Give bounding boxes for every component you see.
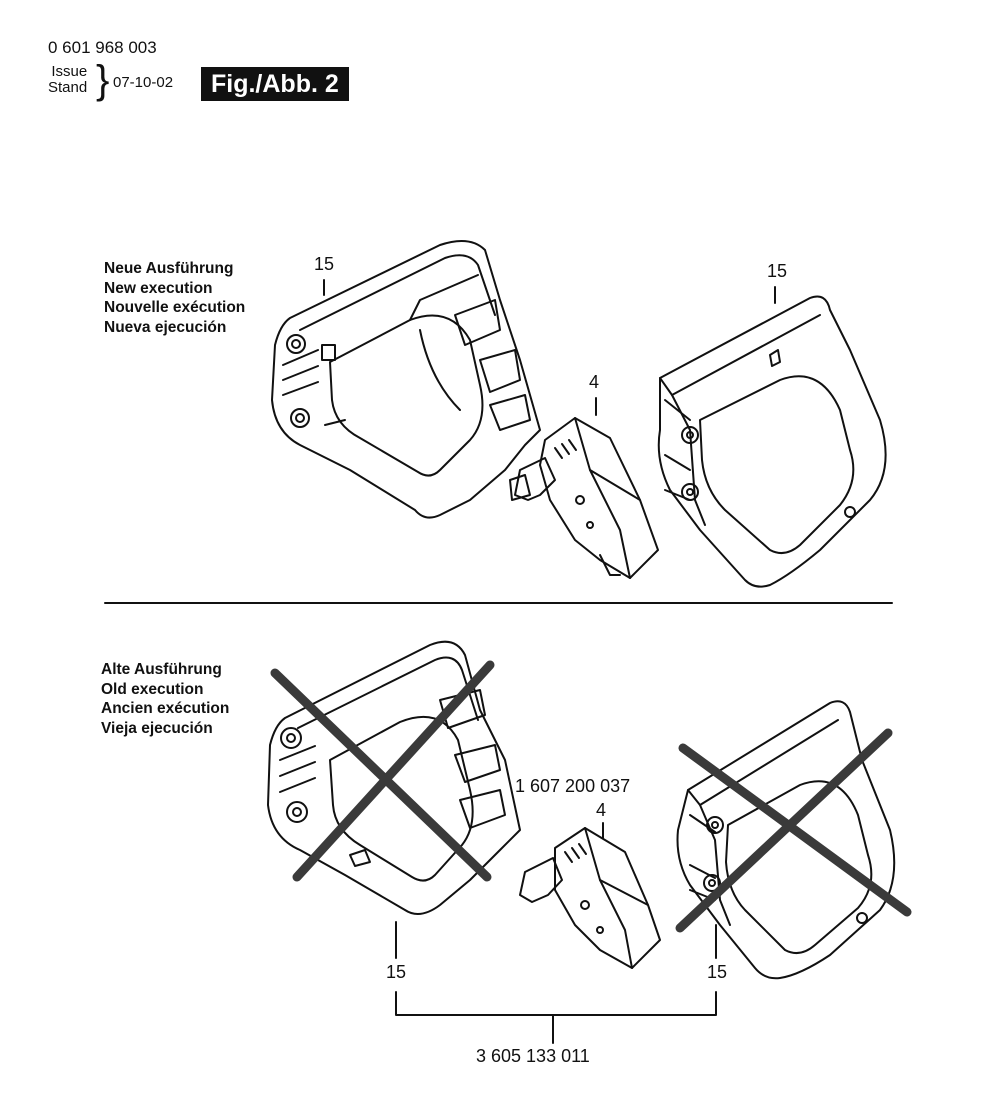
issue-date: 07-10-02 — [113, 74, 174, 91]
callout-new-housing-left: 15 — [314, 254, 335, 274]
old-execution-label-es: Vieja ejecución — [101, 719, 213, 737]
cross-out-right-icon — [675, 728, 912, 933]
callout-new-housing-right: 15 — [767, 261, 788, 281]
new-execution-label-es: Nueva ejecución — [104, 318, 227, 336]
stand-label: Stand — [48, 79, 88, 96]
new-execution-label-fr: Nouvelle exécution — [104, 299, 246, 316]
callout-old-switch-part-number: 1 607 200 037 — [515, 776, 631, 796]
callout-old-switch: 4 — [596, 800, 607, 820]
callout-old-housing-right: 15 — [707, 962, 728, 982]
new-housing-left-part — [271, 240, 541, 519]
new-switch-part — [509, 417, 659, 579]
old-housing-right-part — [676, 700, 896, 980]
new-execution-label-de: Neue Ausführung — [104, 260, 234, 277]
new-execution-label-en: New execution — [104, 279, 213, 297]
document-number: 0 601 968 003 — [48, 38, 157, 57]
old-execution-label-fr: Ancien exécution — [101, 700, 230, 717]
figure-label: Fig./Abb. 2 — [201, 67, 349, 101]
callout-new-switch: 4 — [589, 372, 600, 392]
housing-set-bracket — [395, 991, 717, 1016]
brace-icon: } — [96, 58, 110, 102]
old-switch-part — [519, 827, 661, 969]
cross-out-left-icon — [270, 660, 495, 882]
old-execution-labels: Alte Ausführung Old execution Ancien exé… — [101, 660, 229, 738]
new-housing-right-part — [657, 295, 887, 588]
old-execution-label-de: Alte Ausführung — [101, 661, 222, 678]
issue-stand-label: Issue Stand — [48, 64, 87, 96]
callout-old-housing-left: 15 — [386, 962, 407, 982]
issue-label: Issue — [51, 63, 88, 80]
callout-old-housing-set-part-number: 3 605 133 011 — [476, 1046, 590, 1066]
new-execution-labels: Neue Ausführung New execution Nouvelle e… — [104, 259, 245, 337]
old-housing-left-part — [267, 640, 521, 915]
old-execution-label-en: Old execution — [101, 680, 204, 698]
